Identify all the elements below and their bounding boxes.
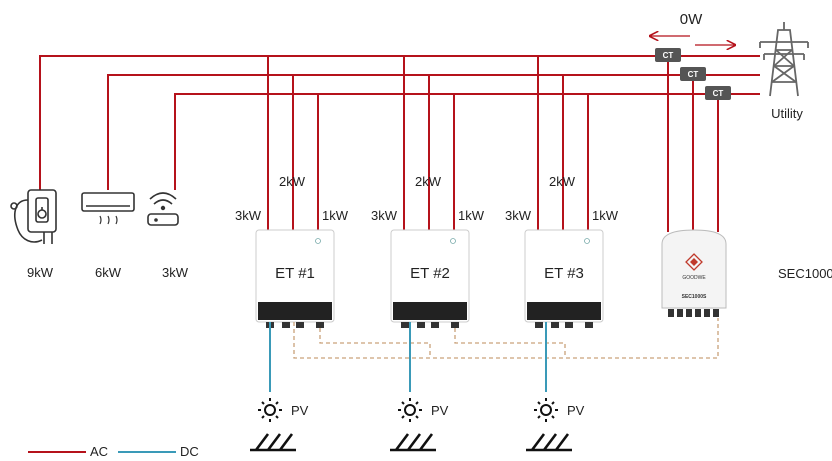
phase-right-label: 1kW	[458, 208, 485, 223]
sun-icon	[534, 398, 558, 422]
phase-left-label: 3kW	[235, 208, 262, 223]
load-power-2: 6kW	[95, 265, 122, 280]
phase-mid-label: 2kW	[415, 174, 442, 189]
ct-label: CT	[688, 70, 699, 79]
load-power-3: 3kW	[162, 265, 189, 280]
phase-mid-label: 2kW	[279, 174, 306, 189]
ct-label: CT	[663, 51, 674, 60]
water-heater-icon	[10, 189, 57, 244]
inverter-et2: ET #2	[390, 229, 470, 328]
inverter-et3: ET #3	[524, 229, 604, 328]
inverter-name: ET #3	[544, 265, 584, 282]
legend-ac-label: AC	[90, 444, 108, 459]
dc-lines	[269, 322, 547, 392]
meter-logo-icon	[685, 253, 703, 271]
utility-tower-icon	[759, 22, 809, 97]
pv-label: PV	[291, 403, 309, 418]
phase-left-label: 3kW	[371, 208, 398, 223]
phase-right-label: 1kW	[592, 208, 619, 223]
legend: AC DC	[28, 444, 199, 459]
meter-label: SEC1000S	[778, 266, 832, 281]
comm-line	[293, 318, 719, 359]
pv-array-2: PV	[390, 398, 449, 452]
ct-sensors: CT CT CT	[655, 48, 731, 100]
ac-bus-lines	[39, 55, 760, 232]
solar-panel-icon	[250, 433, 296, 452]
ct-label: CT	[713, 89, 724, 98]
meter-brand: GOODWE	[682, 275, 706, 281]
inverter-et1: ET #1	[255, 229, 335, 328]
inverter-name: ET #2	[410, 265, 450, 282]
ct-sensor-3: CT	[705, 86, 731, 100]
power-flow-label: 0W	[680, 11, 703, 28]
pv-array-3: PV	[526, 398, 585, 452]
ct-sensor-1: CT	[655, 48, 681, 62]
ct-sensor-2: CT	[680, 67, 706, 81]
phase-mid-label: 2kW	[549, 174, 576, 189]
solar-panel-icon	[526, 433, 572, 452]
pv-label: PV	[431, 403, 449, 418]
meter-model: SEC1000S	[682, 294, 707, 300]
utility-label: Utility	[771, 106, 803, 121]
phase-right-label: 1kW	[322, 208, 349, 223]
pv-array-1: PV	[250, 398, 309, 452]
load-power-1: 9kW	[27, 265, 54, 280]
sun-icon	[398, 398, 422, 422]
sec1000s-meter: GOODWE SEC1000S	[661, 229, 727, 317]
legend-dc-label: DC	[180, 444, 199, 459]
power-flow-indicator: 0W	[650, 11, 735, 45]
inverter-name: ET #1	[275, 265, 315, 282]
phase-left-label: 3kW	[505, 208, 532, 223]
router-icon	[147, 192, 179, 226]
pv-label: PV	[567, 403, 585, 418]
air-conditioner-icon	[81, 192, 135, 225]
sun-icon	[258, 398, 282, 422]
solar-panel-icon	[390, 433, 436, 452]
